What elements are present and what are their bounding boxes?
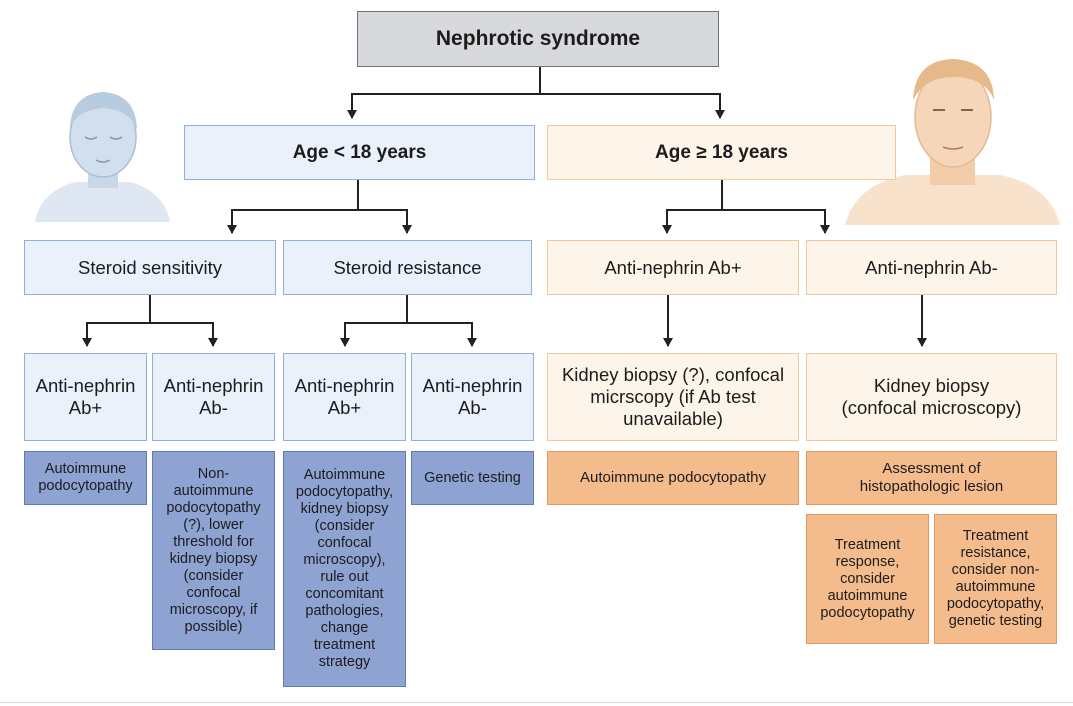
title-box: Nephrotic syndrome [357, 11, 719, 67]
ss-negative-result-box: Non-autoimmune podocytopathy (?), lower … [152, 451, 275, 650]
sr-positive-result-box: Autoimmune podocytopathy, kidney biopsy … [283, 451, 406, 687]
ss-anti-nephrin-positive-box: Anti-nephrin Ab+ [24, 353, 147, 441]
bottom-divider [0, 702, 1073, 703]
treatment-resistance-box: Treatment resistance, consider non-autoi… [934, 514, 1057, 644]
steroid-resistance-box: Steroid resistance [283, 240, 532, 295]
adult-anti-nephrin-positive-box: Anti-nephrin Ab+ [547, 240, 799, 295]
steroid-sensitivity-box: Steroid sensitivity [24, 240, 276, 295]
adult-negative-biopsy-box: Kidney biopsy (confocal microscopy) [806, 353, 1057, 441]
child-illustration-icon [35, 92, 170, 222]
sr-anti-nephrin-positive-box: Anti-nephrin Ab+ [283, 353, 406, 441]
adult-negative-result-box: Assessment of histopathologic lesion [806, 451, 1057, 505]
adult-anti-nephrin-negative-box: Anti-nephrin Ab- [806, 240, 1057, 295]
adult-positive-result-box: Autoimmune podocytopathy [547, 451, 799, 505]
adult-illustration-icon [845, 59, 1060, 225]
treatment-response-box: Treatment response, consider autoimmune … [806, 514, 929, 644]
sr-negative-result-box: Genetic testing [411, 451, 534, 505]
age-18-plus-box: Age ≥ 18 years [547, 125, 896, 180]
sr-anti-nephrin-negative-box: Anti-nephrin Ab- [411, 353, 534, 441]
age-under-18-box: Age < 18 years [184, 125, 535, 180]
ss-anti-nephrin-negative-box: Anti-nephrin Ab- [152, 353, 275, 441]
ss-positive-result-box: Autoimmune podocytopathy [24, 451, 147, 505]
adult-positive-biopsy-box: Kidney biopsy (?), confocal micrscopy (i… [547, 353, 799, 441]
